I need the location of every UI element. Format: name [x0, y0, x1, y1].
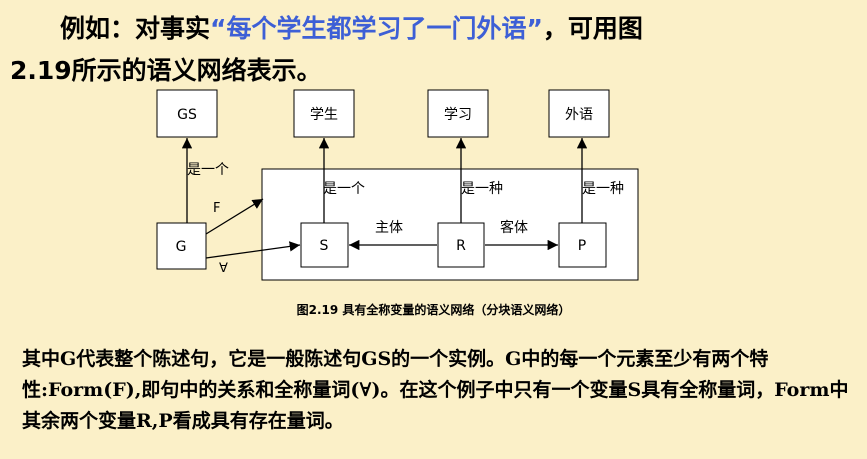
- node-language-box: [548, 89, 610, 138]
- node-gs-label: GS: [177, 107, 197, 123]
- node-p-label: P: [578, 238, 586, 254]
- figure-caption: 图2.19 具有全称变量的语义网络（分块语义网络）: [296, 303, 571, 317]
- intro-text: 例如：对事实“每个学生都学习了一门外语”，可用图 2.19所示的语义网络表示。: [10, 8, 860, 92]
- label-form-f: F: [213, 201, 220, 216]
- intro-suffix: ，可用图: [542, 14, 643, 43]
- intro-line-2: 2.19所示的语义网络表示。: [10, 56, 322, 85]
- node-s-label: S: [320, 238, 329, 254]
- node-r-box: [437, 222, 485, 268]
- node-study-box: [427, 89, 489, 138]
- node-g-label: G: [176, 239, 187, 255]
- node-gs-box: [156, 89, 218, 138]
- node-study-label: 学习: [444, 107, 472, 123]
- node-student-label: 学生: [310, 107, 338, 123]
- edge-g-form: [205, 198, 264, 235]
- node-r-label: R: [456, 238, 466, 254]
- label-object: 客体: [500, 219, 528, 236]
- node-student-box: [293, 89, 355, 138]
- node-s-box: [300, 222, 349, 268]
- node-language-label: 外语: [565, 107, 593, 123]
- label-subject: 主体: [375, 220, 403, 236]
- label-g-isa: 是一个: [187, 162, 229, 178]
- node-g-box: [156, 222, 207, 270]
- label-p-isa: 是一种: [582, 181, 624, 197]
- edge-g-forall-s: [205, 241, 301, 259]
- intro-line-1: 例如：对事实“每个学生都学习了一门外语”，可用图: [10, 8, 860, 50]
- label-s-isa: 是一个: [323, 181, 365, 197]
- label-r-isa: 是一种: [461, 181, 503, 197]
- label-forall: ∀: [219, 261, 228, 276]
- intro-prefix: 例如：对事实: [60, 14, 211, 43]
- explanation-paragraph: 其中G代表整个陈述句，它是一般陈述句GS的一个实例。G中的每一个元素至少有两个特…: [22, 348, 849, 432]
- intro-quote: “每个学生都学习了一门外语”: [210, 14, 543, 43]
